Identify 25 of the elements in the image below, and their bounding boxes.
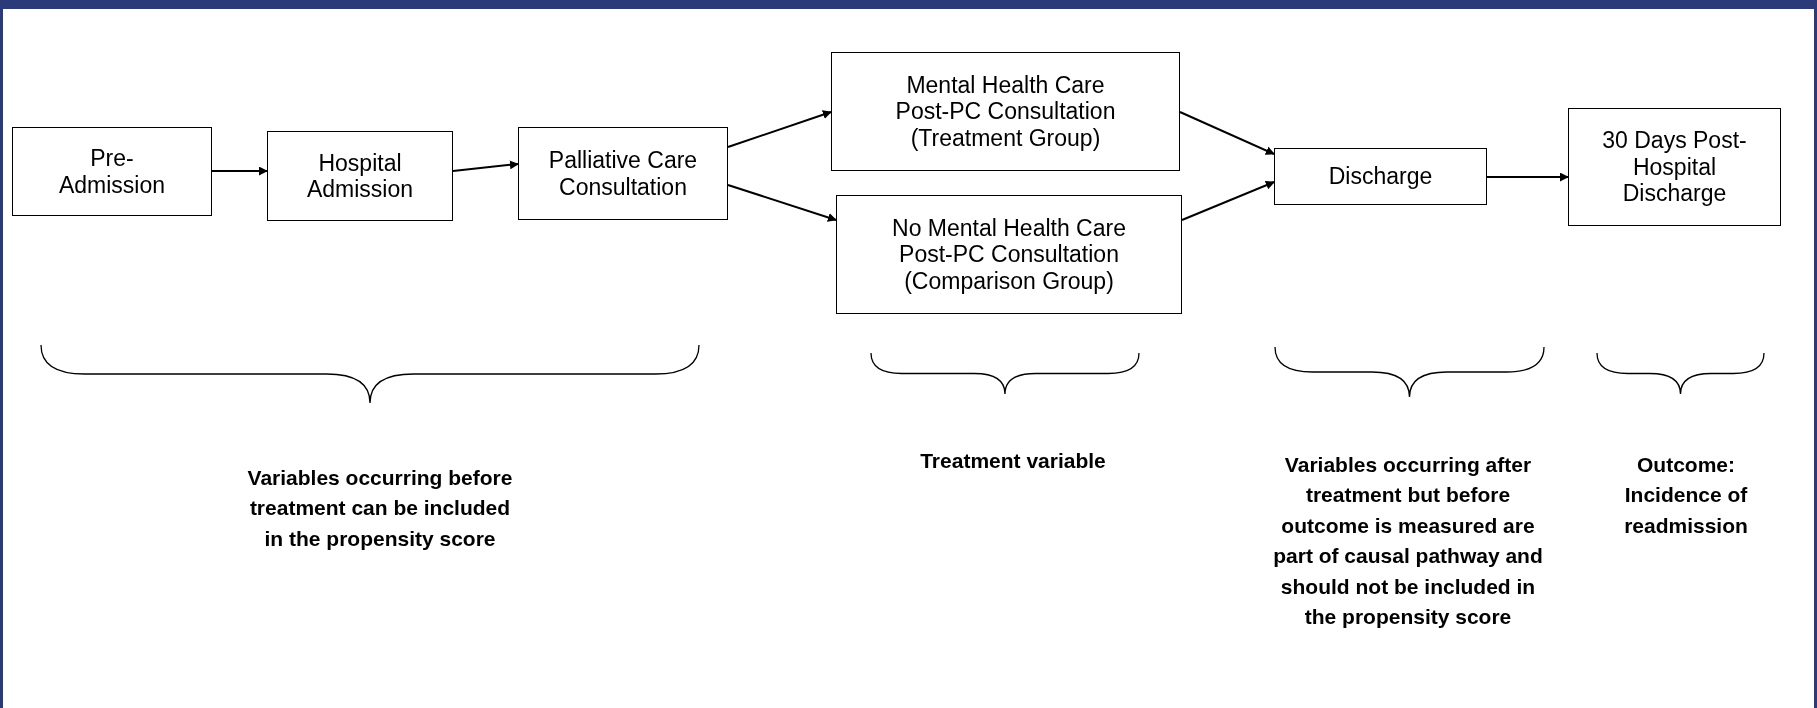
process-box [1568,108,1781,226]
process-box [836,195,1182,314]
box-text: No Mental Health Care Post-PC Consultation (Comparison Group) [891,214,1127,295]
arrow [452,160,519,172]
box-text: Mental Health Care Post-PC Consultation (Treatment Group) [894,71,1117,152]
box-text: Pre-Admission [57,145,167,198]
box-text: Palliative Care Consultation [547,147,699,200]
process-box [1274,148,1487,205]
annotation-text: Variables occurring before treatment can be included in the propensity score [246,465,514,552]
process-box [267,131,453,221]
box-text: 30 Days Post-Hospital Discharge [1601,127,1748,207]
arrow [211,166,268,176]
arrow [727,110,832,148]
arrow [1181,180,1275,221]
annotation-text: Outcome: Incidence of readmission [1623,452,1749,539]
annotation-text: Variables occurring after treatment but before outcome is measured are part of causal pathway and should not be included in the propensity score [1272,452,1544,631]
process-box [12,127,212,216]
arrow [1486,172,1569,182]
arrow [727,184,837,222]
box-text: Hospital Admission [305,149,415,203]
annotation-text: Treatment variable [919,448,1107,474]
process-box [518,127,728,220]
box-text: Discharge [1328,163,1433,190]
arrow [1179,111,1275,155]
process-box [831,52,1180,171]
